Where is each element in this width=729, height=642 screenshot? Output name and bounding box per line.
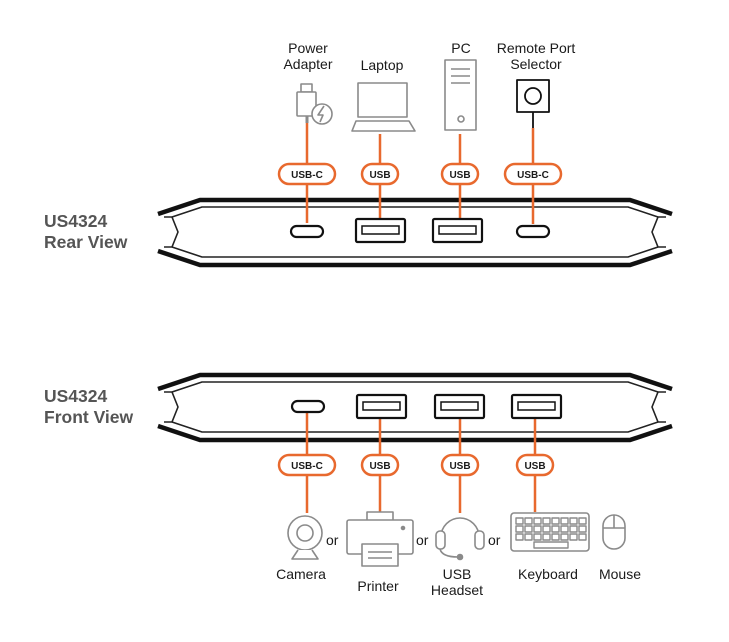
svg-text:USB: USB — [449, 461, 470, 472]
front-device-body — [157, 372, 673, 443]
keyboard-key — [515, 533, 524, 541]
rear-usb-c-port-1 — [289, 224, 325, 239]
front-title-model: US4324 — [44, 386, 108, 406]
keyboard-key — [524, 525, 533, 533]
or-separator-2: or — [416, 532, 429, 548]
front-badge-1: USB-C — [277, 453, 337, 477]
keyboard-key — [569, 517, 578, 525]
svg-text:USB: USB — [524, 461, 545, 472]
keyboard-key — [524, 533, 533, 541]
keyboard-key — [551, 525, 560, 533]
headset-label: USB Headset — [430, 566, 484, 598]
keyboard-key — [578, 525, 587, 533]
front-usb-a-port-3-tongue — [517, 401, 556, 411]
pc-tower-icon — [444, 59, 477, 131]
svg-text:USB: USB — [369, 461, 390, 472]
camera-icon — [287, 515, 323, 560]
laptop-icon — [351, 82, 416, 132]
keyboard-key — [542, 525, 551, 533]
rear-view-title: US4324 Rear View — [44, 211, 127, 253]
remote-port-selector-label: Remote Port Selector — [496, 40, 576, 72]
front-usb-a-port-3 — [510, 393, 563, 420]
front-usb-a-port-1 — [355, 393, 408, 420]
front-connector-lines — [305, 413, 537, 513]
rear-usb-a-port-1-tongue — [361, 225, 400, 235]
laptop-label: Laptop — [360, 57, 404, 73]
svg-text:USB-C: USB-C — [291, 461, 323, 472]
keyboard-key — [551, 517, 560, 525]
pc-label: PC — [451, 40, 471, 56]
rear-title-model: US4324 — [44, 211, 108, 231]
remote-port-selector-icon — [516, 79, 550, 128]
camera-label: Camera — [276, 566, 326, 582]
rear-badge-3: USB — [440, 162, 480, 186]
rear-badge-4: USB-C — [503, 162, 563, 186]
rear-usb-c-port-2 — [515, 224, 551, 239]
svg-text:USB-C: USB-C — [291, 170, 323, 181]
front-badge-4: USB — [515, 453, 555, 477]
front-usb-a-port-2-tongue — [440, 401, 479, 411]
keyboard-key — [542, 533, 551, 541]
keyboard-key — [551, 533, 560, 541]
svg-text:USB: USB — [449, 170, 470, 181]
or-separator-3: or — [488, 532, 501, 548]
keyboard-key — [569, 533, 578, 541]
keyboard-key — [560, 517, 569, 525]
keyboard-key — [578, 517, 587, 525]
keyboard-icon — [510, 512, 590, 552]
front-title-view: Front View — [44, 407, 134, 427]
svg-text:USB-C: USB-C — [517, 170, 549, 181]
keyboard-key — [542, 517, 551, 525]
rear-title-view: Rear View — [44, 232, 128, 252]
rear-badge-1: USB-C — [277, 162, 337, 186]
keyboard-key — [533, 533, 542, 541]
front-badge-2: USB — [360, 453, 400, 477]
keyboard-key — [578, 533, 587, 541]
rear-connector-lines — [305, 123, 535, 224]
keyboard-key — [515, 525, 524, 533]
rear-usb-a-port-2-tongue — [438, 225, 477, 235]
keyboard-key — [560, 525, 569, 533]
front-usb-c-port — [290, 399, 326, 414]
rear-usb-a-port-2 — [431, 217, 484, 244]
rear-badge-2: USB — [360, 162, 400, 186]
front-usb-a-port-2 — [433, 393, 486, 420]
keyboard-key — [569, 525, 578, 533]
front-view-title: US4324 Front View — [44, 386, 133, 428]
mouse-label: Mouse — [598, 566, 642, 582]
mouse-icon — [602, 514, 626, 550]
headset-icon — [435, 517, 485, 561]
keyboard-key — [560, 533, 569, 541]
front-badge-3: USB — [440, 453, 480, 477]
printer-label: Printer — [357, 578, 399, 594]
keyboard-key — [533, 525, 542, 533]
keyboard-key — [533, 517, 542, 525]
keyboard-key — [524, 517, 533, 525]
power-adapter-label: Power Adapter — [283, 40, 333, 72]
power-adapter-icon — [296, 83, 333, 125]
keyboard-key — [515, 517, 524, 525]
keyboard-spacebar — [533, 541, 569, 549]
rear-usb-a-port-1 — [354, 217, 407, 244]
rear-device-body — [157, 197, 673, 268]
keyboard-label: Keyboard — [518, 566, 578, 582]
printer-icon — [346, 511, 414, 567]
svg-text:USB: USB — [369, 170, 390, 181]
front-usb-a-port-1-tongue — [362, 401, 401, 411]
or-separator-1: or — [326, 532, 339, 548]
